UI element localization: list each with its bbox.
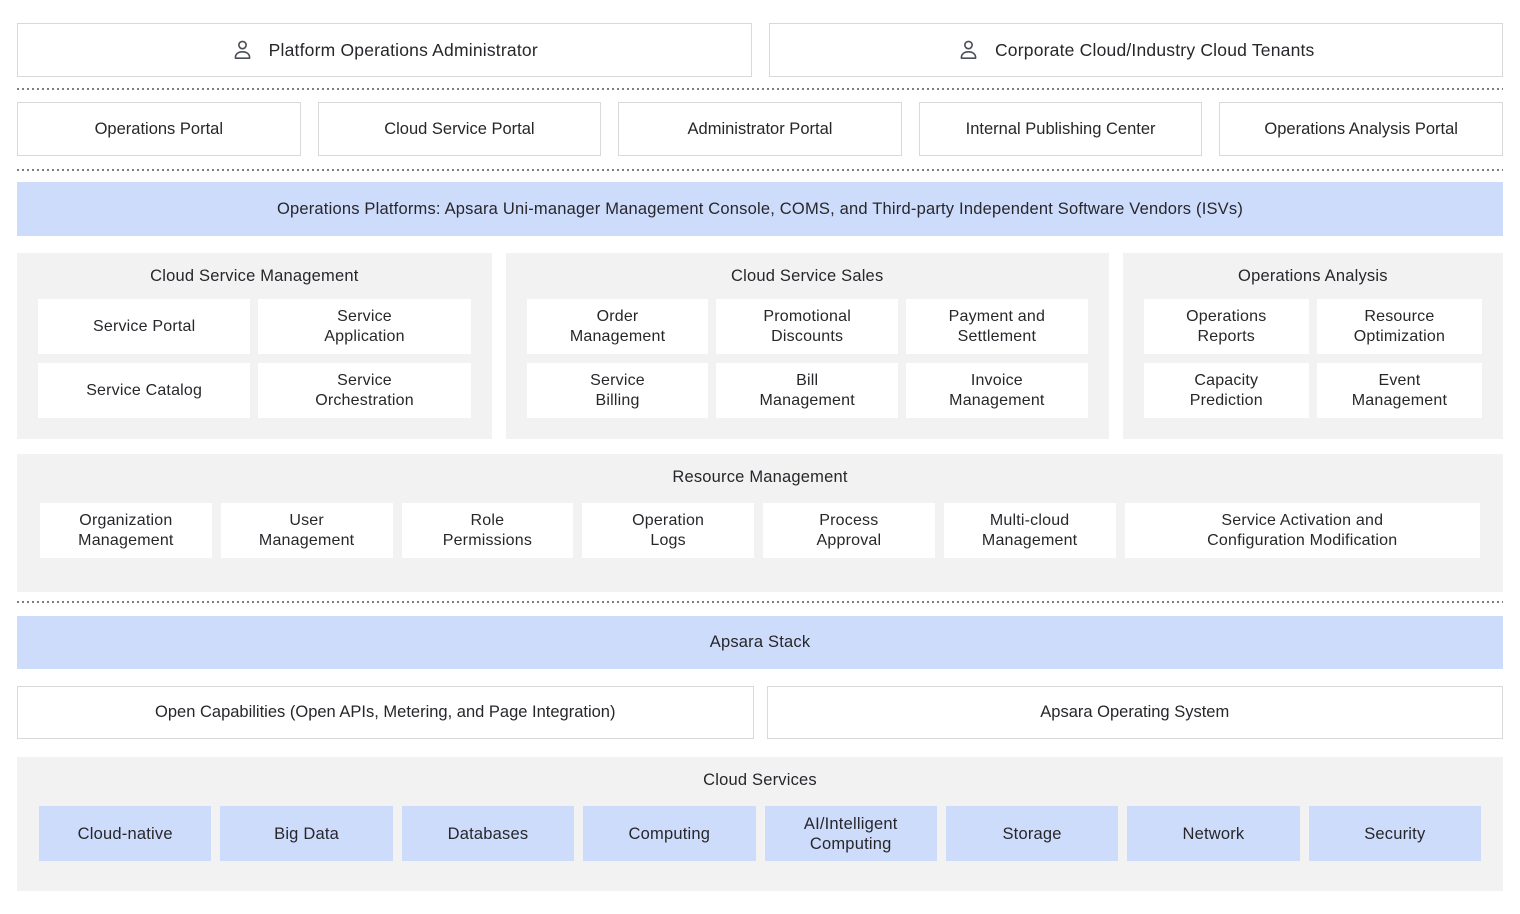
card-capacity-prediction: Capacity Prediction bbox=[1143, 363, 1309, 418]
card-payment-and-settlement: Payment and Settlement bbox=[906, 299, 1088, 354]
panel-resource-management: Resource Management Organization Managem… bbox=[17, 454, 1503, 592]
panel-title: Operations Analysis bbox=[1238, 267, 1388, 285]
card-storage: Storage bbox=[945, 806, 1119, 861]
card-computing: Computing bbox=[583, 806, 756, 861]
card-service-application: Service Application bbox=[258, 299, 471, 354]
card-service-billing: Service Billing bbox=[526, 363, 709, 418]
apsara-stack-banner: Apsara Stack bbox=[17, 616, 1503, 669]
panel-cards: Service Portal Service Application Servi… bbox=[38, 299, 471, 418]
card-service-activation-configuration-modification: Service Activation and Configuration Mod… bbox=[1124, 503, 1481, 558]
portal-operations-analysis: Operations Analysis Portal bbox=[1219, 102, 1503, 156]
actor-label: Platform Operations Administrator bbox=[268, 39, 538, 60]
card-order-management: Order Management bbox=[526, 299, 709, 354]
card-event-management: Event Management bbox=[1316, 363, 1482, 418]
box-apsara-operating-system: Apsara Operating System bbox=[766, 686, 1503, 739]
card-promotional-discounts: Promotional Discounts bbox=[716, 299, 899, 354]
card-network: Network bbox=[1127, 806, 1300, 861]
panel-cards: Order Management Promotional Discounts P… bbox=[526, 299, 1088, 418]
card-security: Security bbox=[1308, 806, 1481, 861]
card-resource-optimization: Resource Optimization bbox=[1316, 299, 1482, 354]
card-cloud-native: Cloud-native bbox=[39, 806, 212, 861]
platform-capabilities-row: Open Capabilities (Open APIs, Metering, … bbox=[17, 686, 1503, 739]
actors-row: Platform Operations Administrator Corpor… bbox=[17, 23, 1503, 77]
card-multi-cloud-management: Multi-cloud Management bbox=[943, 503, 1116, 558]
panel-cards: Cloud-native Big Data Databases Computin… bbox=[39, 806, 1481, 861]
panel-title: Cloud Service Management bbox=[150, 267, 359, 285]
panel-cloud-service-sales: Cloud Service Sales Order Management Pro… bbox=[505, 253, 1109, 439]
card-ai-intelligent-computing: AI/Intelligent Computing bbox=[764, 806, 937, 861]
actor-corporate-cloud-tenants: Corporate Cloud/Industry Cloud Tenants bbox=[768, 23, 1503, 77]
portal-cloud-service: Cloud Service Portal bbox=[317, 102, 602, 156]
card-organization-management: Organization Management bbox=[40, 503, 212, 558]
card-databases: Databases bbox=[401, 806, 575, 861]
portals-row: Operations Portal Cloud Service Portal A… bbox=[17, 102, 1503, 156]
dotted-divider bbox=[17, 88, 1503, 90]
management-panels-row: Cloud Service Management Service Portal … bbox=[17, 253, 1503, 439]
box-open-capabilities: Open Capabilities (Open APIs, Metering, … bbox=[17, 686, 754, 739]
card-process-approval: Process Approval bbox=[763, 503, 935, 558]
card-role-permissions: Role Permissions bbox=[401, 503, 574, 558]
card-bill-management: Bill Management bbox=[716, 363, 899, 418]
user-icon bbox=[957, 39, 980, 62]
panel-title: Cloud Service Sales bbox=[731, 267, 884, 285]
panel-cards: Operations Reports Resource Optimization… bbox=[1143, 299, 1482, 418]
panel-cloud-services: Cloud Services Cloud-native Big Data Dat… bbox=[17, 757, 1503, 891]
card-operation-logs: Operation Logs bbox=[582, 503, 754, 558]
card-user-management: User Management bbox=[220, 503, 393, 558]
actor-platform-operations-administrator: Platform Operations Administrator bbox=[17, 23, 752, 77]
panel-operations-analysis: Operations Analysis Operations Reports R… bbox=[1122, 253, 1503, 439]
panel-title: Resource Management bbox=[672, 468, 848, 486]
dotted-divider bbox=[17, 601, 1503, 603]
portal-administrator: Administrator Portal bbox=[618, 102, 902, 156]
card-service-orchestration: Service Orchestration bbox=[258, 363, 471, 418]
portal-operations: Operations Portal bbox=[17, 102, 301, 156]
operations-platforms-banner: Operations Platforms: Apsara Uni-manager… bbox=[17, 182, 1503, 236]
card-big-data: Big Data bbox=[220, 806, 393, 861]
card-invoice-management: Invoice Management bbox=[906, 363, 1088, 418]
panel-cloud-service-management: Cloud Service Management Service Portal … bbox=[17, 253, 492, 439]
panel-title: Cloud Services bbox=[703, 771, 817, 789]
actor-label: Corporate Cloud/Industry Cloud Tenants bbox=[994, 39, 1315, 60]
card-service-portal: Service Portal bbox=[38, 299, 251, 354]
card-service-catalog: Service Catalog bbox=[38, 363, 251, 418]
card-operations-reports: Operations Reports bbox=[1143, 299, 1309, 354]
dotted-divider bbox=[17, 169, 1503, 171]
user-icon bbox=[231, 39, 254, 62]
portal-internal-publishing: Internal Publishing Center bbox=[918, 102, 1203, 156]
panel-cards: Organization Management User Management … bbox=[40, 503, 1481, 558]
